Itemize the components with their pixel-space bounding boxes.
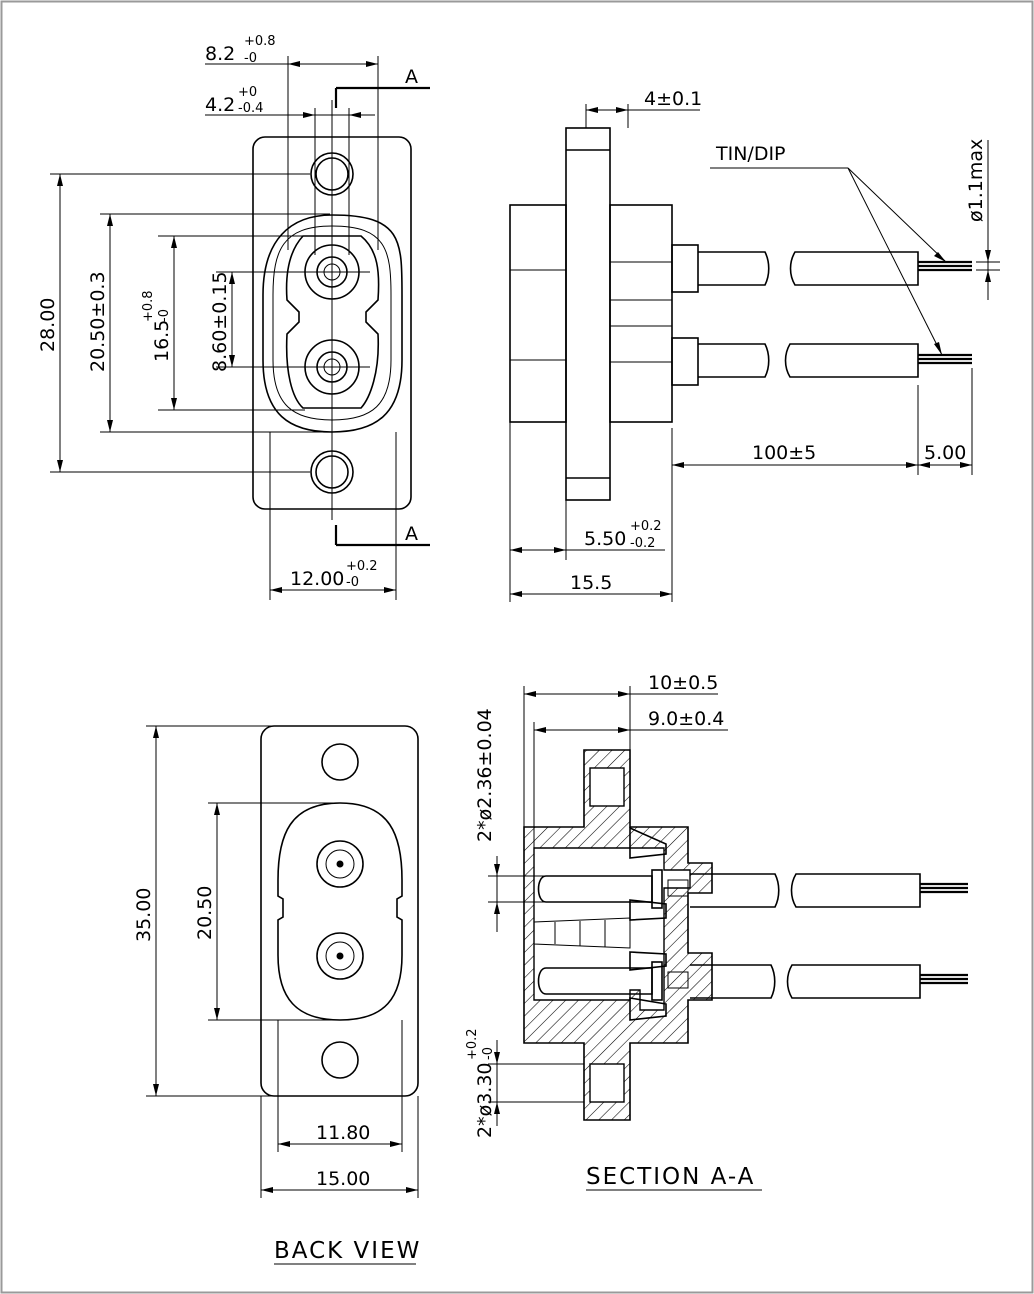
dim-body-width-lower: -0 (346, 575, 359, 590)
dim-hole-dia: 2*ø3.30 (474, 1062, 496, 1138)
section-pin-bottom (537, 967, 653, 995)
dim-body-width-upper: +0.2 (346, 559, 378, 574)
back-socket-bottom (325, 941, 355, 971)
crimp (667, 971, 689, 989)
section-wire-bottom-b (786, 964, 921, 999)
dim-inner-height: 16.5 (151, 320, 173, 362)
section-mark-bottom: A (405, 523, 418, 545)
dim-wire-dia: ø1.1max (965, 139, 987, 222)
section-hole-top (589, 767, 625, 807)
section-hole-bottom (589, 1063, 625, 1103)
section-wire-top-b (790, 873, 921, 908)
back-socket-top (325, 849, 355, 879)
side-flange (565, 127, 611, 501)
dim-pin-width-lower: -0.4 (238, 101, 263, 116)
dim-inner-height-upper: +0.8 (141, 290, 156, 322)
dim-flange: 4±0.1 (644, 88, 702, 110)
back-mount-hole-bottom (321, 1041, 359, 1079)
back-socket-bottom-dot (336, 952, 344, 960)
crimp (667, 879, 689, 897)
back-view-title: BACK VIEW (274, 1238, 421, 1264)
dim-back-inner-width: 11.80 (316, 1122, 370, 1144)
back-socket-top-ring (316, 840, 364, 888)
section-pin-top (537, 875, 653, 903)
front-insert-outline (285, 235, 380, 409)
side-view: 4±0.1 TIN/DIP ø1.1max 100±5 5.00 5.50 (509, 88, 1000, 602)
section-view: 10±0.5 9.0±0.4 2*ø2.36±0.04 2*ø3.30 +0.2… (465, 672, 968, 1191)
back-oval-body (277, 802, 403, 1021)
label-tin-dip: TIN/DIP (715, 143, 786, 165)
back-view: 35.00 20.50 11.80 15.00 BACK VIEW (133, 725, 421, 1265)
back-socket-bottom-ring (316, 932, 364, 980)
back-socket-top-dot (336, 860, 344, 868)
dim-front-depth: 5.50 (584, 528, 626, 550)
back-flange-outline (260, 725, 419, 1097)
pin-collar (651, 869, 663, 909)
dim-section-depth-b: 9.0±0.4 (648, 708, 724, 730)
dim-strip: 5.00 (924, 442, 966, 464)
dim-inner-height-lower: -0 (157, 309, 172, 322)
dim-hole-dia-lower: -0 (481, 1047, 496, 1060)
section-wire-bottom-a (690, 964, 776, 999)
side-wire-bottom-b (784, 343, 919, 378)
back-mount-hole-top (321, 743, 359, 781)
side-wire-top-a (698, 251, 770, 286)
dim-back-width: 15.00 (316, 1168, 370, 1190)
side-wire-top-b (789, 251, 919, 286)
section-view-title: SECTION A-A (586, 1164, 755, 1190)
side-front-body (509, 204, 567, 423)
dim-width-top: 8.2 (205, 43, 235, 65)
dim-back-body-height: 20.50 (194, 886, 216, 940)
dim-pin-dia: 2*ø2.36±0.04 (474, 708, 496, 842)
section-mark-top: A (405, 66, 418, 88)
dim-wire-length: 100±5 (752, 442, 816, 464)
section-insert-bottom (629, 997, 667, 1021)
side-rear-body (609, 204, 673, 423)
dim-front-depth-upper: +0.2 (630, 519, 662, 534)
dim-front-depth-lower: -0.2 (630, 536, 655, 551)
section-wire-top-a (690, 873, 780, 908)
dim-pin-width: 4.2 (205, 94, 235, 116)
dim-width-top-lower: -0 (244, 51, 257, 66)
front-view: 8.2 +0.8 -0 4.2 +0 -0.4 A A 28.00 20.50±… (37, 34, 430, 600)
section-insert-mid (629, 899, 667, 921)
dim-pin-width-upper: +0 (238, 85, 257, 100)
dim-body-height: 20.50±0.3 (87, 271, 109, 372)
dim-body-width: 12.00 (290, 568, 344, 590)
section-insert-lower (629, 951, 667, 971)
dim-hole-dia-upper: +0.2 (465, 1028, 480, 1060)
pin-collar (651, 961, 663, 1001)
leader-line (847, 167, 947, 263)
dim-height-overall: 28.00 (37, 298, 59, 352)
dim-pin-pitch: 8.60±0.15 (209, 271, 231, 372)
side-boot-bottom (671, 337, 699, 386)
leader-line (847, 167, 943, 356)
side-wire-bottom-a (698, 343, 770, 378)
dim-total-depth: 15.5 (570, 572, 612, 594)
section-center-web (533, 917, 631, 949)
side-boot-top (671, 244, 699, 293)
dim-width-top-upper: +0.8 (244, 34, 276, 49)
dim-section-depth-a: 10±0.5 (648, 672, 718, 694)
section-insert-top (629, 826, 667, 859)
dim-back-height: 35.00 (133, 888, 155, 942)
